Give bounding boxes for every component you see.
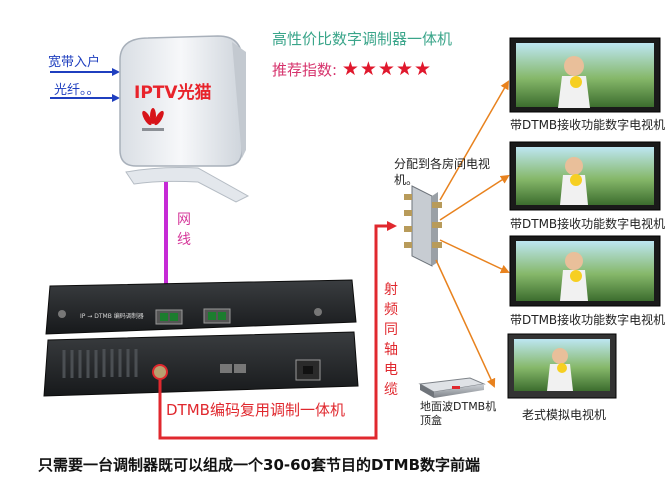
set-top-box-icon	[418, 377, 486, 398]
digital-tv-2	[509, 141, 661, 211]
network-cable-label: 网线	[177, 212, 191, 248]
digital-tv-3	[509, 235, 661, 307]
tv-label-analog: 老式模拟电视机	[522, 408, 607, 422]
fiber-arrows	[50, 68, 120, 102]
coax-cable-arrow	[158, 221, 397, 440]
modem-label: IPTV光猫	[134, 83, 212, 103]
broadband-label-line2: 光纤。。	[54, 83, 100, 98]
coax-cable-label: 射频同轴电缆	[384, 282, 398, 398]
encoder-rear-panel	[43, 331, 359, 397]
set-top-box-label: 地面波DTMB机顶盒	[420, 400, 497, 427]
tv-label-2: 带DTMB接收功能数字电视机	[510, 217, 666, 231]
distribution-arrows	[435, 80, 510, 388]
digital-tv-1	[509, 37, 661, 113]
huawei-logo-icon	[142, 108, 164, 131]
broadband-label-line1: 宽带入户	[48, 55, 101, 70]
rating-stars-icon: ★★★★★	[341, 58, 433, 80]
bottom-caption: 只需要一台调制器既可以组成一个30-60套节目的DTMB数字前端	[38, 456, 481, 474]
encoder-front-text: IP → DTMB 编码调制器	[80, 312, 144, 320]
page-title: 高性价比数字调制器一体机	[272, 30, 453, 48]
splitter-icon	[404, 185, 442, 267]
analog-tv	[507, 333, 617, 399]
rating-label: 推荐指数:	[272, 61, 338, 79]
tv-label-3: 带DTMB接收功能数字电视机	[510, 313, 666, 327]
encoder-label: DTMB编码复用调制一体机	[166, 401, 345, 419]
rating-row: 推荐指数: ★★★★★	[272, 58, 432, 80]
encoder-front-panel	[45, 279, 357, 335]
tv-label-1: 带DTMB接收功能数字电视机	[510, 118, 666, 132]
iptv-modem	[119, 35, 250, 203]
splitter-label: 分配到各房间电视机。	[394, 157, 491, 187]
